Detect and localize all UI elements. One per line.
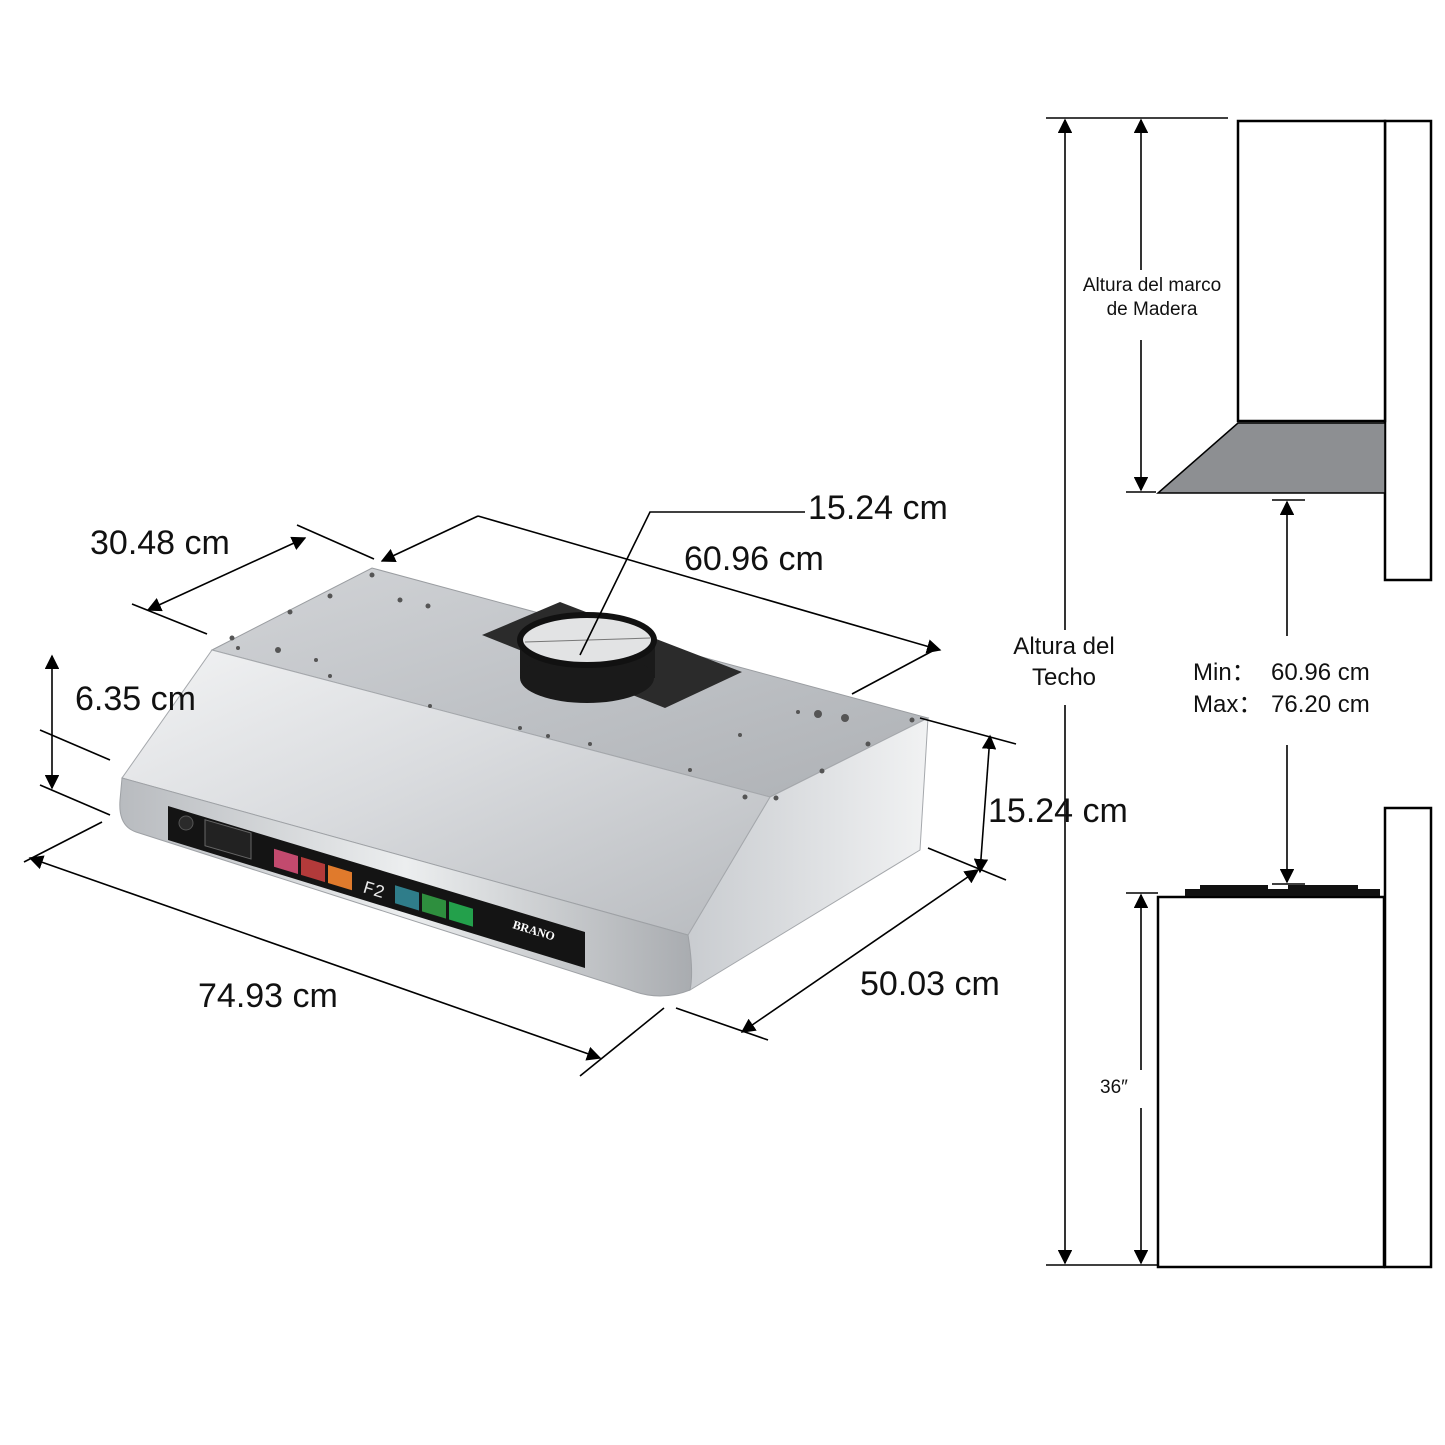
burner-left — [1200, 885, 1268, 890]
duct-diameter-label: 15.24 cm — [808, 489, 948, 527]
duct-collar — [517, 612, 657, 703]
front-height-label: 6.35 cm — [75, 680, 196, 718]
min-label: Min： — [1193, 659, 1256, 686]
power-knob-icon[interactable] — [178, 815, 194, 831]
top-width-label: 60.96 cm — [684, 540, 824, 578]
upper-cabinet — [1236, 119, 1387, 423]
side-height-label: 15.24 cm — [988, 792, 1128, 830]
installation-side-view — [1046, 117, 1433, 1269]
base-cabinet — [1156, 895, 1386, 1269]
max-value: 76.20 cm — [1271, 691, 1370, 718]
wall-lower — [1383, 806, 1433, 1269]
cabinet-height-label-line2: de Madera — [1106, 299, 1198, 320]
min-value: 60.96 cm — [1271, 659, 1370, 686]
wall-upper — [1383, 119, 1433, 582]
bottom-width-label: 74.93 cm — [198, 977, 338, 1015]
top-depth-label: 30.48 cm — [90, 524, 230, 562]
hood-dimension-lines — [23, 511, 1017, 1077]
bottom-depth-label: 50.03 cm — [860, 965, 1000, 1003]
max-label: Max： — [1193, 691, 1263, 718]
hood-side-profile — [1156, 422, 1386, 494]
cooktop — [1185, 889, 1380, 896]
mounting-screws — [229, 572, 915, 801]
cabinet-height-label-line1: Altura del marco — [1082, 275, 1222, 296]
function-legend — [204, 819, 252, 860]
counter-height-label: 36″ — [1100, 1077, 1128, 1098]
burner-right — [1288, 885, 1358, 890]
ceiling-height-label-line2: Techo — [1031, 664, 1097, 691]
ceiling-height-label-line1: Altura del — [1013, 633, 1115, 660]
